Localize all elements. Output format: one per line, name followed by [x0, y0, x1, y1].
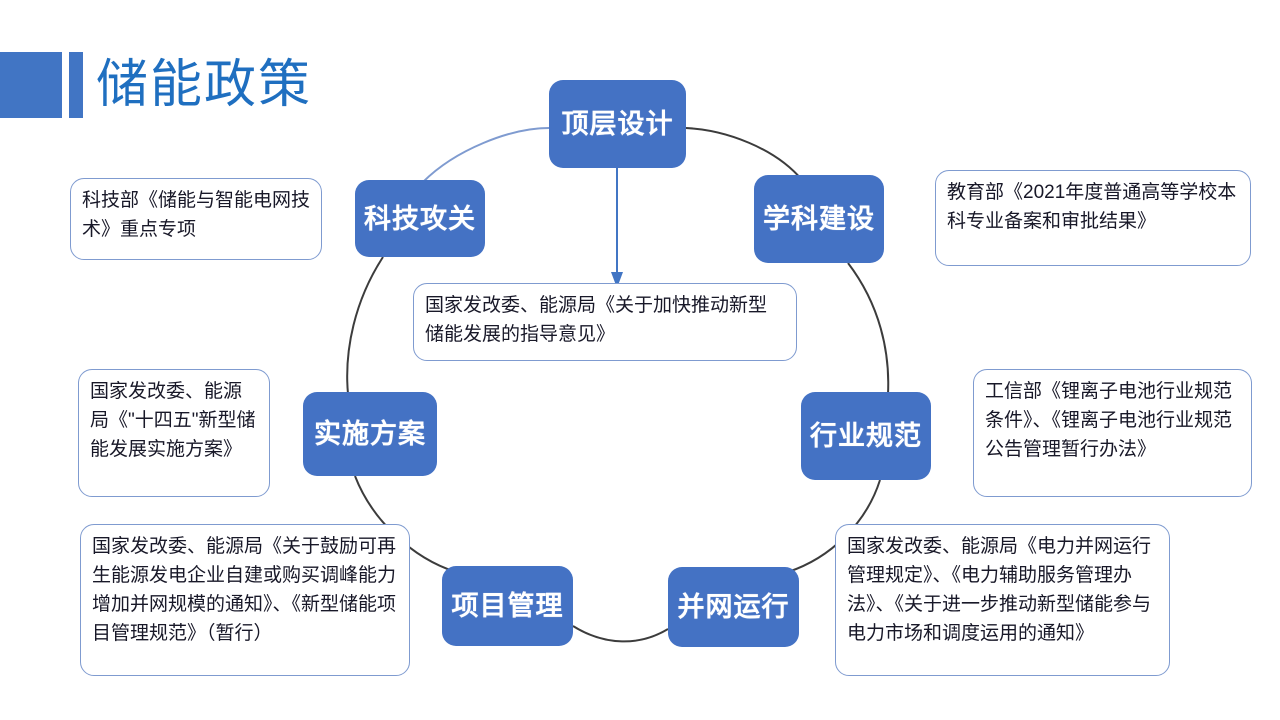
ring-arc-tech-plan: [346, 256, 384, 395]
ring-arc-topdesign-tech: [422, 127, 550, 183]
node-tech[interactable]: 科技攻关: [355, 180, 485, 257]
callout-tech: 科技部《储能与智能电网技术》重点专项: [70, 178, 322, 260]
ring-arc-project-grid: [572, 625, 669, 643]
title-accent-bar-wide: [0, 52, 62, 118]
node-plan[interactable]: 实施方案: [303, 392, 437, 476]
page-title: 储能政策: [96, 56, 313, 114]
title-accent-bar-narrow: [69, 52, 83, 118]
callout-plan: 国家发改委、能源局《"十四五"新型储能发展实施方案》: [78, 369, 270, 497]
callout-discipline: 教育部《2021年度普通高等学校本科专业备案和审批结果》: [935, 170, 1251, 266]
callout-standard: 工信部《锂离子电池行业规范条件》、《锂离子电池行业规范公告管理暂行办法》: [973, 369, 1252, 497]
node-project[interactable]: 项目管理: [442, 566, 573, 646]
callout-grid: 国家发改委、能源局《电力并网运行管理规定》、《电力辅助服务管理办法》、《关于进一…: [835, 524, 1170, 676]
ring-arc-topdesign-discipline: [685, 127, 803, 181]
callout-center: 国家发改委、能源局《关于加快推动新型储能发展的指导意见》: [413, 283, 797, 361]
node-grid[interactable]: 并网运行: [668, 567, 799, 647]
node-top-design[interactable]: 顶层设计: [549, 80, 686, 168]
node-standard[interactable]: 行业规范: [801, 392, 931, 480]
ring-arc-discipline-standard: [847, 262, 890, 395]
node-discipline[interactable]: 学科建设: [754, 175, 884, 263]
callout-project: 国家发改委、能源局《关于鼓励可再生能源发电企业自建或购买调峰能力增加并网规模的通…: [80, 524, 410, 676]
